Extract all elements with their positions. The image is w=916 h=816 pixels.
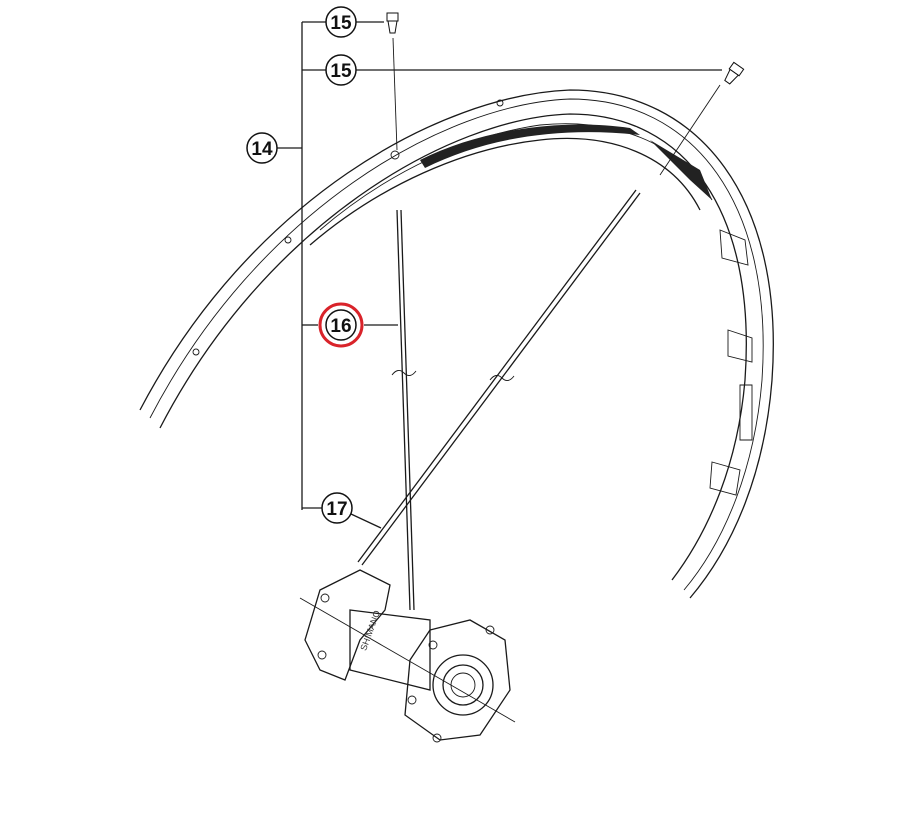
- svg-text:16: 16: [330, 316, 351, 337]
- spoke-17: [357, 84, 721, 566]
- rim-decal: [420, 124, 640, 168]
- svg-text:17: 17: [326, 499, 347, 520]
- callout-15-right[interactable]: 15: [325, 54, 357, 86]
- rim: [139, 89, 774, 599]
- nipple-top-icon: [386, 12, 399, 34]
- svg-text:15: 15: [330, 13, 352, 34]
- hub: SHIMANO: [299, 569, 516, 743]
- svg-text:14: 14: [251, 139, 273, 160]
- callout-15-top[interactable]: 15: [325, 6, 357, 38]
- callout-16[interactable]: 16: [318, 302, 364, 348]
- callout-17[interactable]: 17: [321, 492, 353, 524]
- callout-bracket: [277, 21, 722, 529]
- callout-14[interactable]: 14: [246, 132, 278, 164]
- svg-text:15: 15: [330, 61, 352, 82]
- spoke-16: [391, 37, 417, 611]
- hub-brand-text: SHIMANO: [358, 609, 382, 652]
- highlight-ring: [318, 302, 364, 348]
- nipple-right-icon: [724, 61, 745, 85]
